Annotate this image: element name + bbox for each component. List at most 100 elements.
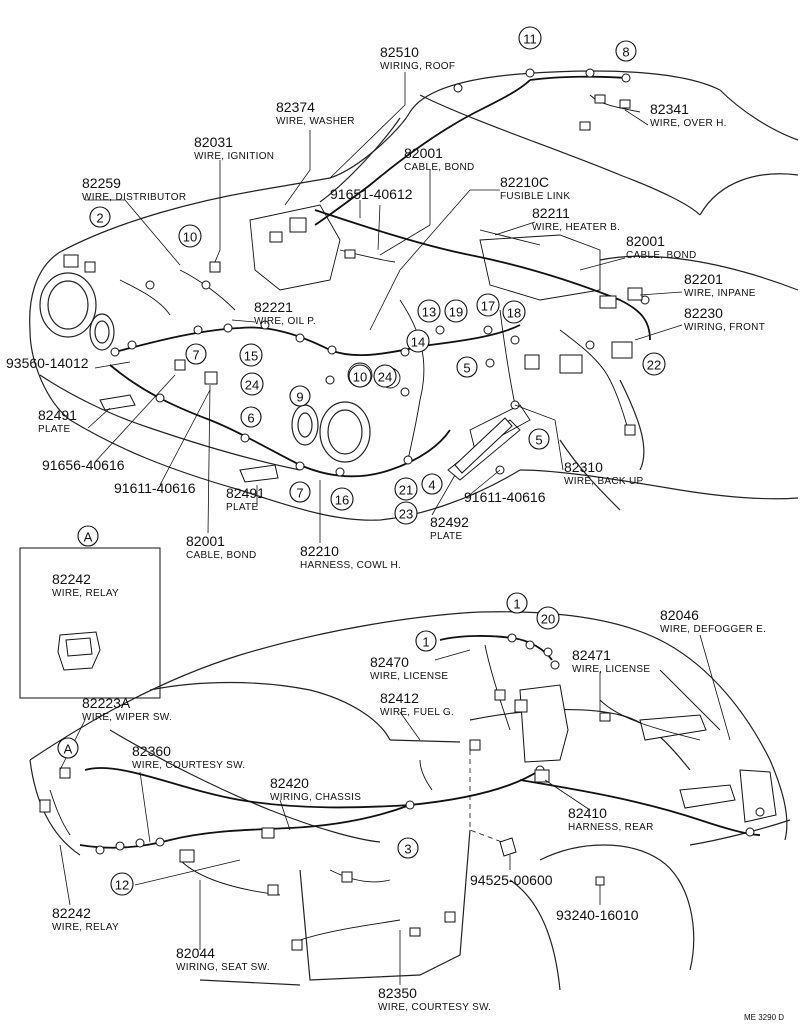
part-description: WIRE, COURTESY SW. <box>132 760 245 771</box>
part-description: WIRE, IGNITION <box>194 151 274 162</box>
ref-circle-outline <box>289 481 311 503</box>
ref-circle-n14: 14 <box>406 329 430 353</box>
part-description: WIRE, BACK UP <box>564 476 643 487</box>
part-description: WIRE, WIPER SW. <box>82 712 172 723</box>
part-number: 82491 <box>38 407 77 423</box>
front-car-body <box>29 70 799 521</box>
ref-circle-label: 6 <box>247 411 254 426</box>
ref-circle-outline <box>330 487 354 511</box>
ref-circle-label: 1 <box>422 635 429 650</box>
ref-circle-outline <box>528 428 550 450</box>
part-number: 82046 <box>660 607 699 623</box>
ref-circle-label: 5 <box>463 361 470 376</box>
callout-93240: 93240-16010 <box>556 907 639 923</box>
ref-circle-label: 5 <box>535 433 542 448</box>
ref-circle-outline <box>506 592 528 614</box>
ref-circle-n2: 2 <box>89 206 111 228</box>
part-number: 91611-40616 <box>464 489 546 505</box>
part-number: 82210C <box>500 174 549 190</box>
ref-circle-n15: 15 <box>239 343 263 367</box>
ref-circle-n8: 8 <box>615 40 637 62</box>
ref-circle-label: 3 <box>404 842 411 857</box>
part-description: WIRE, HEATER B. <box>532 222 620 233</box>
ref-circle-n18: 18 <box>502 300 526 324</box>
callout-91651: 91651-40612 <box>330 186 413 202</box>
callout-91611a: 91611-40616 <box>114 480 196 496</box>
ref-circle-label: 2 <box>96 211 103 226</box>
part-description: WIRE, RELAY <box>52 588 119 599</box>
part-number: 93240-16010 <box>556 907 639 923</box>
part-number: 82341 <box>650 101 689 117</box>
ref-circle-n10b: 10 <box>348 364 372 388</box>
part-description: WIRE, WASHER <box>276 116 355 127</box>
part-number: 82242 <box>52 905 91 921</box>
ref-circle-nA2: A <box>57 737 79 759</box>
ref-circle-label: 4 <box>428 478 435 493</box>
part-description: WIRE, LICENSE <box>370 671 448 682</box>
front-harness <box>109 75 651 478</box>
ref-circle-n5a: 5 <box>456 356 478 378</box>
part-description: FUSIBLE LINK <box>500 191 570 202</box>
ref-circle-n23: 23 <box>394 501 418 525</box>
ref-circle-label: 10 <box>183 230 197 245</box>
rear-connectors <box>95 633 765 855</box>
ref-circle-n7b: 7 <box>289 481 311 503</box>
ref-circle-n3: 3 <box>397 837 419 859</box>
ref-circle-label: 1 <box>513 597 520 612</box>
part-description: WIRE, OVER H. <box>650 118 727 129</box>
ref-circle-n24b: 24 <box>373 364 397 388</box>
part-number: 82201 <box>684 271 723 287</box>
ref-circle-outline <box>415 630 437 652</box>
ref-circle-outline <box>348 364 372 388</box>
ref-circle-nA1: A <box>77 525 99 547</box>
ref-circle-label: 20 <box>541 612 555 627</box>
part-number: 82001 <box>626 233 665 249</box>
part-number: 91651-40612 <box>330 186 413 202</box>
part-description: WIRE, FUEL G. <box>380 707 454 718</box>
ref-circle-outline <box>456 356 478 378</box>
ref-circle-outline <box>417 299 441 323</box>
part-description: WIRING, CHASSIS <box>270 792 361 803</box>
part-number: 82350 <box>378 985 417 1001</box>
ref-circle-outline <box>536 606 560 630</box>
front-connectors <box>110 68 650 477</box>
ref-circle-n1a: 1 <box>506 592 528 614</box>
ref-circle-label: 9 <box>296 390 303 405</box>
ref-circle-label: 23 <box>399 507 413 522</box>
part-description: WIRE, OIL P. <box>254 316 316 327</box>
ref-circle-outline <box>240 406 262 428</box>
ref-circle-outline <box>397 837 419 859</box>
part-number: 82420 <box>270 775 309 791</box>
part-number: 94525-00600 <box>470 872 553 888</box>
part-description: PLATE <box>430 531 462 542</box>
ref-circle-label: 10 <box>353 370 367 385</box>
part-number: 91611-40616 <box>114 480 196 496</box>
callout-94525: 94525-00600 <box>470 872 553 888</box>
ref-circle-outline <box>185 343 207 365</box>
ref-circle-label: 19 <box>449 305 463 320</box>
part-number: 82001 <box>404 145 443 161</box>
ref-circle-label: 7 <box>296 486 303 501</box>
part-description: WIRING, SEAT SW. <box>176 962 270 973</box>
leader-lines <box>59 72 731 985</box>
part-description: CABLE, BOND <box>626 250 697 261</box>
part-number: 82031 <box>194 134 233 150</box>
ref-circle-outline <box>642 352 666 376</box>
